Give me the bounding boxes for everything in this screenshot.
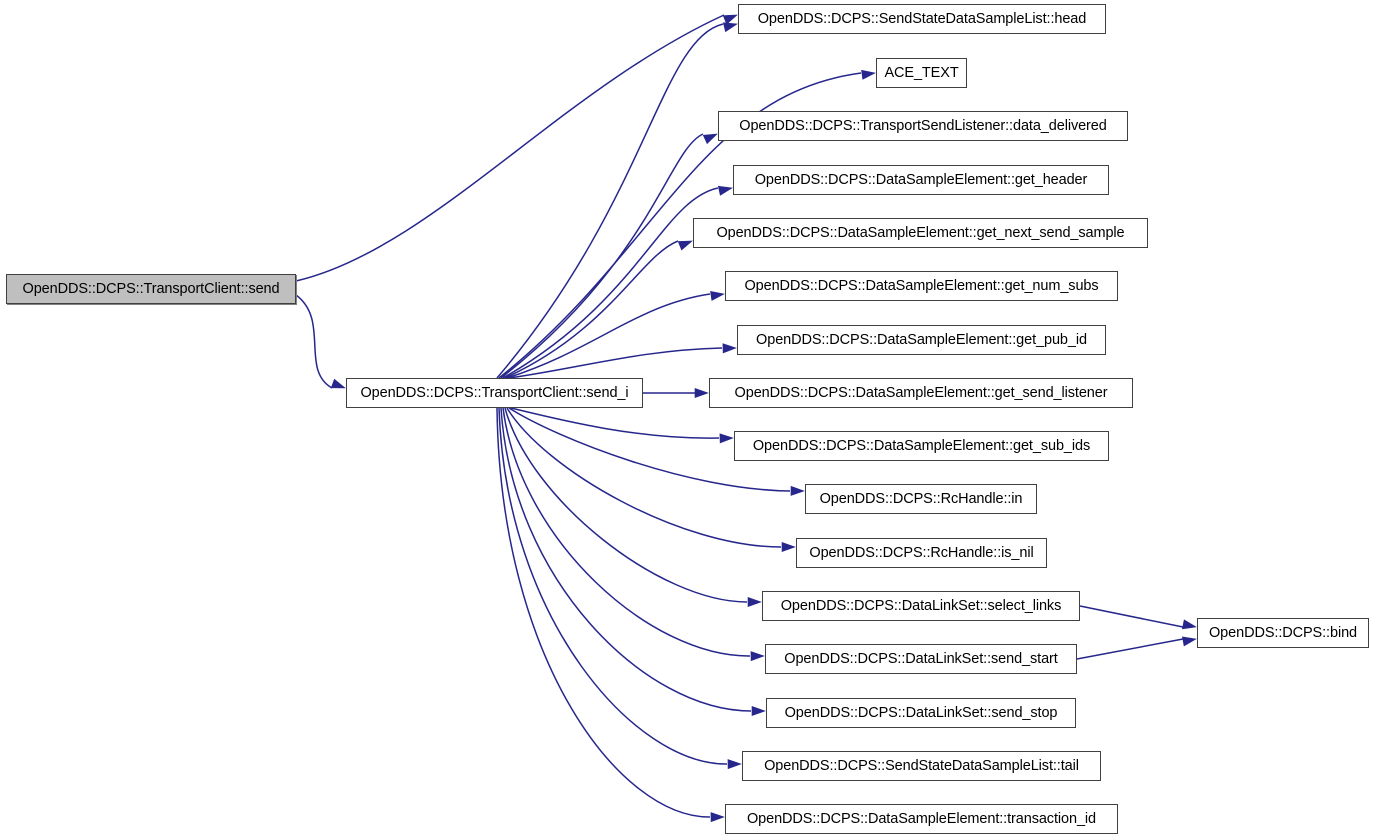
graph-edge-arrowhead (710, 290, 725, 301)
graph-edge (504, 240, 679, 379)
graph-edge (295, 14, 725, 282)
graph-edge (508, 407, 791, 492)
graph-edge (496, 23, 724, 379)
graph-edge (506, 293, 711, 379)
graph-node-transaction_id[interactable]: OpenDDS::DCPS::DataSampleElement::transa… (725, 804, 1118, 834)
graph-node-label: OpenDDS::DCPS::RcHandle::in (819, 490, 1023, 507)
graph-node-label: OpenDDS::DCPS::RcHandle::is_nil (809, 544, 1034, 561)
graph-node-label: OpenDDS::DCPS::TransportClient::send_i (360, 384, 629, 401)
graph-edge-arrowhead (702, 133, 718, 145)
graph-edge-arrowhead (1181, 636, 1197, 647)
graph-node-send_start[interactable]: OpenDDS::DCPS::DataLinkSet::send_start (765, 644, 1077, 674)
graph-edge-arrowhead (677, 240, 693, 251)
graph-edge-arrowhead (710, 812, 725, 823)
graph-node-send_stop[interactable]: OpenDDS::DCPS::DataLinkSet::send_stop (766, 698, 1076, 728)
graph-node-get_next_send_sample[interactable]: OpenDDS::DCPS::DataSampleElement::get_ne… (693, 218, 1148, 248)
graph-edge (506, 407, 782, 548)
graph-node-data_delivered[interactable]: OpenDDS::DCPS::TransportSendListener::da… (718, 111, 1128, 141)
graph-edge-arrowhead (330, 378, 346, 389)
graph-edge-arrowhead (790, 485, 805, 496)
graph-edge (498, 72, 862, 379)
graph-node-label: OpenDDS::DCPS::SendStateDataSampleList::… (764, 757, 1079, 774)
graph-edge (504, 407, 748, 603)
graph-node-label: ACE_TEXT (884, 64, 959, 81)
graph-node-head[interactable]: OpenDDS::DCPS::SendStateDataSampleList::… (738, 4, 1106, 34)
graph-node-label: OpenDDS::DCPS::DataSampleElement::get_ne… (716, 224, 1125, 241)
graph-edge-arrowhead (717, 185, 733, 196)
graph-node-send_i[interactable]: OpenDDS::DCPS::TransportClient::send_i (346, 378, 643, 408)
graph-edge (508, 347, 723, 379)
graph-edge-arrowhead (751, 705, 766, 717)
graph-node-bind[interactable]: OpenDDS::DCPS::bind (1197, 618, 1369, 648)
graph-node-label: OpenDDS::DCPS::TransportSendListener::da… (739, 117, 1107, 134)
graph-node-label: OpenDDS::DCPS::DataSampleElement::get_su… (752, 437, 1091, 454)
graph-node-label: OpenDDS::DCPS::bind (1209, 624, 1357, 641)
graph-edge-arrowhead (722, 22, 738, 33)
graph-node-label: OpenDDS::DCPS::DataSampleElement::transa… (746, 810, 1096, 827)
graph-edge-arrowhead (861, 69, 876, 80)
graph-edge-arrowhead (694, 387, 709, 399)
graph-edge (500, 407, 752, 712)
graph-node-tail[interactable]: OpenDDS::DCPS::SendStateDataSampleList::… (742, 751, 1101, 781)
graph-edge-arrowhead (781, 541, 796, 553)
graph-edge (502, 187, 719, 379)
graph-node-get_send_listener[interactable]: OpenDDS::DCPS::DataSampleElement::get_se… (709, 378, 1133, 408)
graph-node-label: OpenDDS::DCPS::TransportClient::send (22, 280, 280, 297)
graph-node-label: OpenDDS::DCPS::DataLinkSet::send_stop (784, 704, 1058, 721)
graph-edge-arrowhead (750, 651, 765, 662)
graph-edge-arrowhead (747, 596, 762, 608)
graph-edge (1076, 638, 1184, 660)
graph-node-label: OpenDDS::DCPS::DataLinkSet::select_links (780, 597, 1062, 614)
graph-node-rch_is_nil[interactable]: OpenDDS::DCPS::RcHandle::is_nil (796, 538, 1047, 568)
graph-node-label: OpenDDS::DCPS::DataSampleElement::get_nu… (744, 277, 1099, 294)
graph-node-ace_text[interactable]: ACE_TEXT (876, 58, 967, 88)
graph-edge-arrowhead (727, 759, 742, 770)
graph-node-label: OpenDDS::DCPS::SendStateDataSampleList::… (757, 10, 1087, 27)
graph-node-get_header[interactable]: OpenDDS::DCPS::DataSampleElement::get_he… (733, 165, 1109, 195)
graph-node-select_links[interactable]: OpenDDS::DCPS::DataLinkSet::select_links (762, 591, 1080, 621)
graph-edge (295, 294, 333, 389)
graph-edge-arrowhead (722, 343, 737, 354)
graph-edge (510, 407, 720, 439)
graph-edge-arrowhead (722, 14, 738, 25)
graph-node-label: OpenDDS::DCPS::DataSampleElement::get_pu… (756, 331, 1087, 348)
graph-node-send[interactable]: OpenDDS::DCPS::TransportClient::send (6, 274, 296, 304)
graph-edge-arrowhead (719, 433, 734, 444)
graph-edge-arrowhead (1181, 619, 1197, 630)
graph-node-label: OpenDDS::DCPS::DataSampleElement::get_se… (734, 384, 1108, 401)
graph-node-get_sub_ids[interactable]: OpenDDS::DCPS::DataSampleElement::get_su… (734, 431, 1109, 461)
graph-edge (498, 407, 728, 765)
graph-node-get_pub_id[interactable]: OpenDDS::DCPS::DataSampleElement::get_pu… (737, 325, 1106, 355)
graph-edge (502, 407, 751, 657)
graph-edge (496, 407, 711, 818)
graph-node-label: OpenDDS::DCPS::DataLinkSet::send_start (784, 650, 1058, 667)
graph-node-rch_in[interactable]: OpenDDS::DCPS::RcHandle::in (805, 484, 1037, 514)
graph-node-label: OpenDDS::DCPS::DataSampleElement::get_he… (754, 171, 1088, 188)
graph-node-get_num_subs[interactable]: OpenDDS::DCPS::DataSampleElement::get_nu… (725, 271, 1118, 301)
graph-edge (500, 133, 704, 379)
graph-edge (1079, 605, 1184, 628)
